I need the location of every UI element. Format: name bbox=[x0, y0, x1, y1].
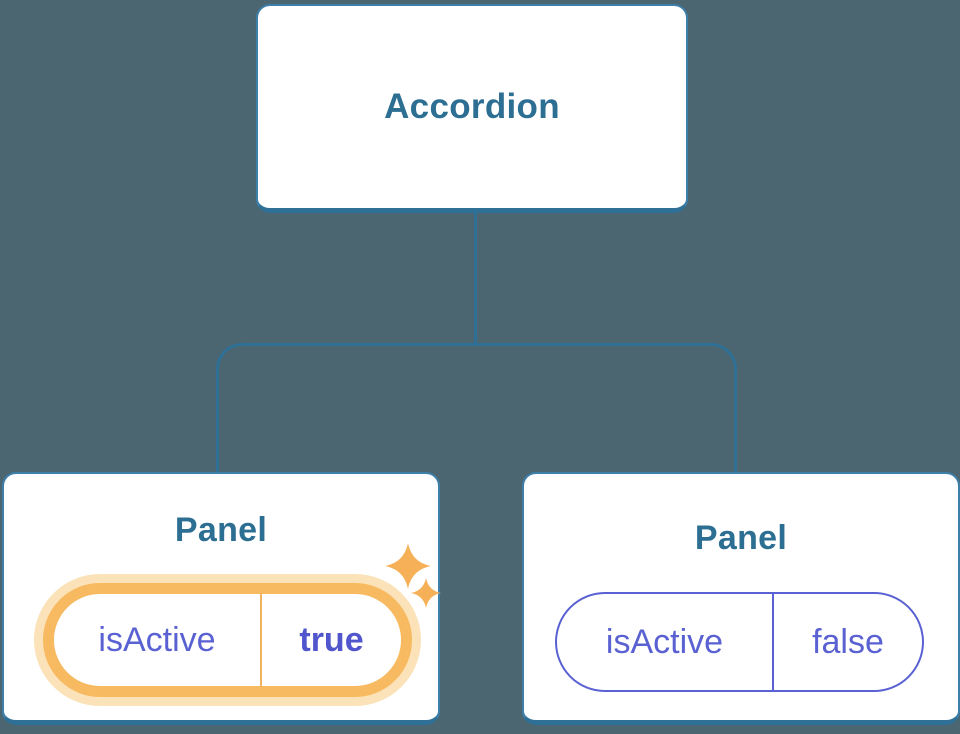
sparkle-icon bbox=[411, 578, 441, 608]
connector-branch-line bbox=[216, 343, 737, 473]
sparkle-icon bbox=[385, 543, 431, 589]
pill-divider bbox=[260, 594, 262, 686]
state-name-label: isActive bbox=[605, 622, 724, 661]
pill-divider bbox=[772, 594, 774, 690]
state-pill-inactive: isActive false bbox=[555, 592, 924, 692]
accordion-node-label: Accordion bbox=[384, 87, 560, 126]
state-value-label: true bbox=[299, 620, 364, 659]
state-value-label: false bbox=[812, 622, 884, 661]
state-pill-active: isActive true bbox=[43, 583, 412, 697]
panel-node-label: Panel bbox=[694, 519, 788, 557]
connector-stem-line bbox=[474, 211, 477, 345]
panel-node-label: Panel bbox=[174, 511, 268, 549]
state-name-label: isActive bbox=[98, 620, 216, 659]
panel-node-inactive: Panel isActive false bbox=[522, 472, 960, 725]
panel-node-active: Panel isActive true bbox=[2, 472, 441, 725]
accordion-node: Accordion bbox=[256, 4, 688, 213]
